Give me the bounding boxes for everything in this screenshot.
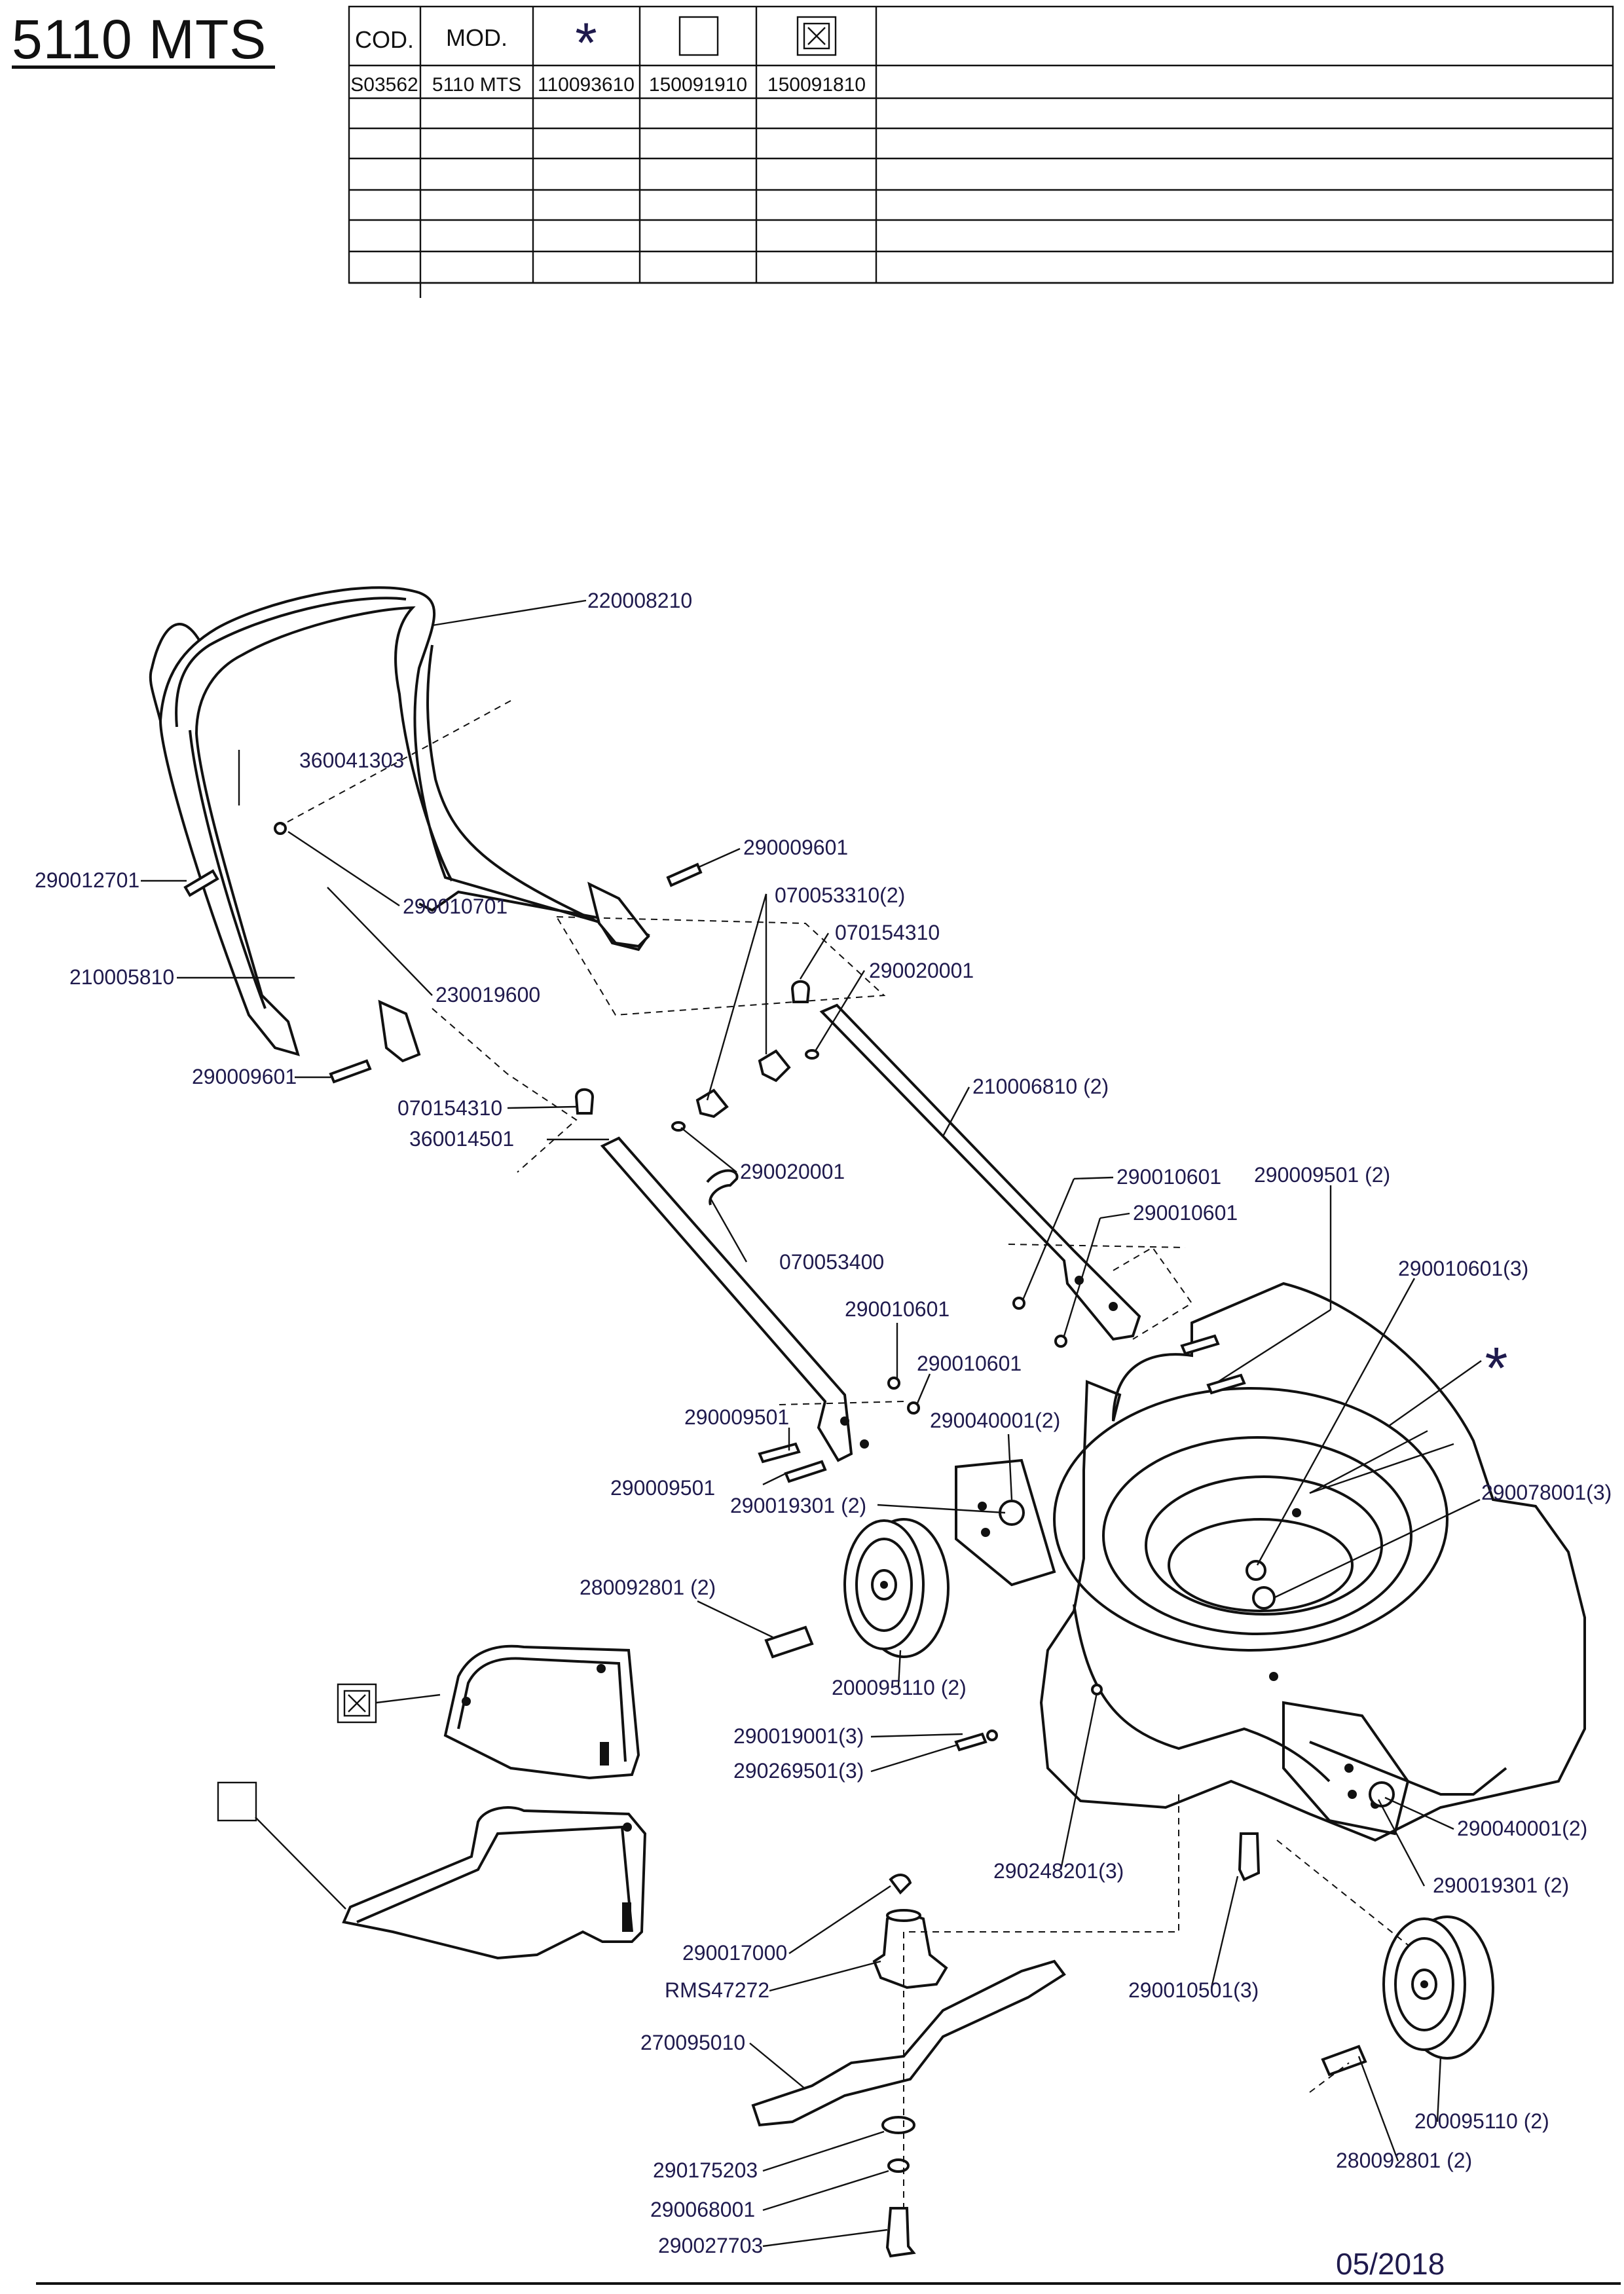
model-title: 5110 MTS (12, 9, 267, 70)
label-290009501-f: 290009501 (610, 1476, 715, 1500)
label-290009601-lower: 290009601 (192, 1065, 297, 1088)
lower-handle-tubes (600, 1003, 1141, 1462)
label-290027703: 290027703 (658, 2234, 763, 2257)
leader-lines (141, 599, 1482, 2248)
label-360014501: 360014501 (409, 1127, 514, 1151)
label-290248201: 290248201(3) (993, 1859, 1124, 1883)
label-200095110-left: 200095110 (2) (832, 1676, 967, 1699)
label-290010501: 290010501(3) (1128, 1978, 1259, 2002)
label-290010601-d: 290010601 (917, 1352, 1022, 1375)
cell-mod: 5110 MTS (432, 74, 521, 96)
label-210006810: 210006810 (2) (972, 1075, 1109, 1098)
label-290040001-left: 290040001(2) (930, 1409, 1060, 1432)
label-290009601-upper: 290009601 (743, 836, 848, 859)
label-220008210: 220008210 (587, 589, 692, 612)
cell-crossed-box-code: 150091810 (767, 74, 866, 96)
header-star-symbol: * (575, 12, 597, 75)
label-360041303: 360041303 (299, 749, 404, 772)
label-290010601-b: 290010601 (1133, 1201, 1238, 1225)
label-290012701: 290012701 (35, 868, 139, 892)
label-290020001-left: 290020001 (740, 1160, 845, 1183)
label-290269501: 290269501(3) (733, 1759, 864, 1783)
empty-box-icon (217, 1781, 257, 1822)
catcher-chute (342, 1806, 647, 1960)
cell-box-code: 150091910 (649, 74, 747, 96)
wheel-left (843, 1518, 950, 1658)
label-290175203: 290175203 (653, 2158, 758, 2182)
label-290009501-pair: 290009501 (2) (1254, 1163, 1390, 1187)
label-070053400: 070053400 (779, 1250, 884, 1274)
crossed-box-icon (337, 1683, 377, 1724)
label-280092801-left: 280092801 (2) (580, 1576, 716, 1599)
header-crossed-box-icon (796, 16, 837, 56)
label-290017000: 290017000 (682, 1941, 787, 1965)
label-070154310-left: 070154310 (397, 1096, 502, 1120)
blade-assembly (751, 1874, 1066, 2258)
wheel-right (1382, 1915, 1494, 2060)
label-270095010: 270095010 (640, 2031, 745, 2054)
title-underline (12, 65, 275, 69)
label-290019301-left: 290019301 (2) (730, 1494, 866, 1517)
label-290068001: 290068001 (650, 2198, 755, 2221)
part-labels: 220008210 360041303 290012701 290010701 … (35, 589, 1612, 2257)
label-200095110-right: 200095110 (2) (1414, 2109, 1549, 2133)
label-290009501-e: 290009501 (684, 1405, 789, 1429)
label-230019600: 230019600 (435, 983, 540, 1007)
crossed-box-inner-icon (343, 1690, 371, 1717)
model-code-table: COD. MOD. * S03562 5110 MTS 110093610 15… (348, 5, 1614, 298)
star-symbol: * (1485, 1336, 1507, 1401)
label-RMS47272: RMS47272 (665, 1978, 769, 2002)
label-290019001: 290019001(3) (733, 1724, 864, 1748)
label-070053310: 070053310(2) (775, 883, 905, 907)
cell-star-code: 110093610 (538, 74, 635, 96)
table-border (348, 5, 1614, 284)
label-290010601-a: 290010601 (1116, 1165, 1221, 1189)
label-280092801-right: 280092801 (2) (1336, 2149, 1472, 2172)
bottom-rule (36, 2282, 1621, 2285)
catcher-lid (443, 1644, 640, 1780)
mower-deck (955, 1282, 1586, 1842)
label-290040001-right: 290040001(2) (1457, 1817, 1587, 1840)
header-cod: COD. (355, 26, 414, 53)
fasteners (183, 822, 1367, 2077)
label-290020001-right: 290020001 (869, 959, 974, 982)
label-290010701: 290010701 (403, 895, 507, 918)
header-empty-box-icon (678, 16, 719, 56)
label-290078001: 290078001(3) (1481, 1481, 1612, 1504)
assembly-guides (281, 700, 1409, 2208)
cell-cod: S03562 (350, 74, 418, 96)
label-290019301-right: 290019301 (2) (1433, 1874, 1569, 1897)
header-mod: MOD. (446, 24, 507, 51)
revision-date: 05/2018 (1336, 2247, 1445, 2281)
upper-handle (149, 586, 650, 1063)
label-070154310-right: 070154310 (835, 921, 940, 944)
label-290010601-triple: 290010601(3) (1398, 1257, 1528, 1280)
label-290010601-c: 290010601 (845, 1297, 950, 1321)
label-210005810: 210005810 (69, 965, 174, 989)
